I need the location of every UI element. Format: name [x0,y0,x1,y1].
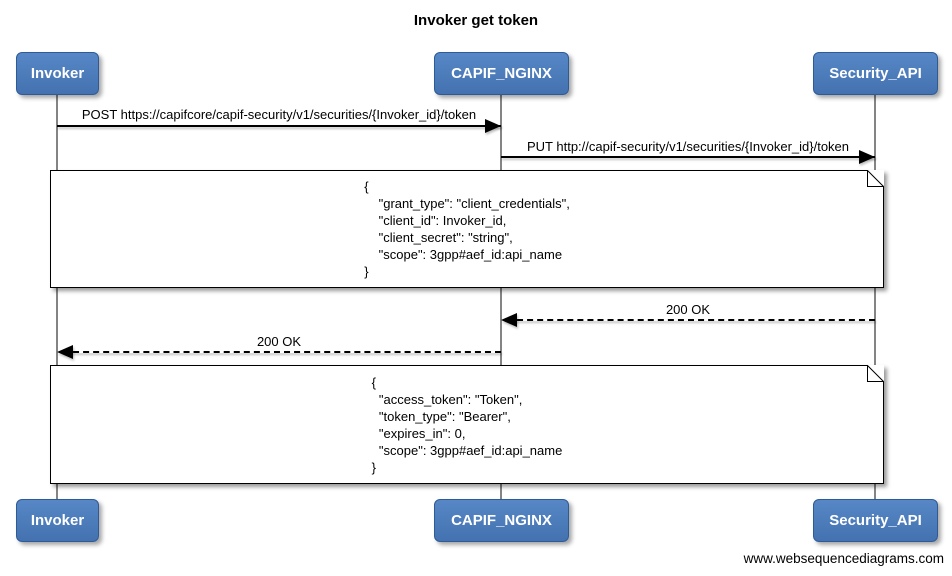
actor-invoker-bottom: Invoker [16,499,99,542]
note-token-response: { "access_token": "Token", "token_type":… [50,365,884,484]
message-put-token-label: PUT http://capif-security/v1/securities/… [526,139,850,154]
message-ok-to-invoker-line [63,351,501,353]
message-ok-to-nginx-label: 200 OK [665,302,711,317]
actor-security-api-bottom: Security_API [813,499,938,542]
actor-capif-nginx-bottom-label: CAPIF_NGINX [451,512,552,529]
actor-invoker-top: Invoker [16,52,99,95]
arrowhead-right-icon [485,119,501,133]
actor-invoker-top-label: Invoker [30,65,85,82]
message-post-token-line [57,125,501,127]
watermark-text: www.websequencediagrams.com [743,551,944,566]
lifeline-capif-nginx [500,95,502,499]
actor-capif-nginx-top: CAPIF_NGINX [434,52,569,95]
note-fold-icon [867,170,884,187]
note-token-request-text: { "grant_type": "client_credentials", "c… [364,179,570,279]
message-post-token-label: POST https://capifcore/capif-security/v1… [81,107,477,122]
lifeline-invoker [56,95,58,499]
note-token-request: { "grant_type": "client_credentials", "c… [50,170,884,288]
message-ok-to-nginx-line [507,319,875,321]
arrowhead-left-icon [501,313,517,327]
arrowhead-left-icon [57,345,73,359]
message-ok-to-invoker-label: 200 OK [256,334,302,349]
actor-capif-nginx-top-label: CAPIF_NGINX [451,65,552,82]
arrowhead-right-icon [859,150,875,164]
note-token-response-text: { "access_token": "Token", "token_type":… [371,374,563,475]
message-put-token-line [501,156,875,158]
actor-invoker-bottom-label: Invoker [30,512,85,529]
actor-security-api-top: Security_API [813,52,938,95]
note-fold-icon [867,365,884,382]
diagram-title: Invoker get token [413,12,539,29]
lifeline-security-api [874,95,876,499]
actor-capif-nginx-bottom: CAPIF_NGINX [434,499,569,542]
actor-security-api-bottom-label: Security_API [829,512,922,529]
actor-security-api-top-label: Security_API [829,65,922,82]
